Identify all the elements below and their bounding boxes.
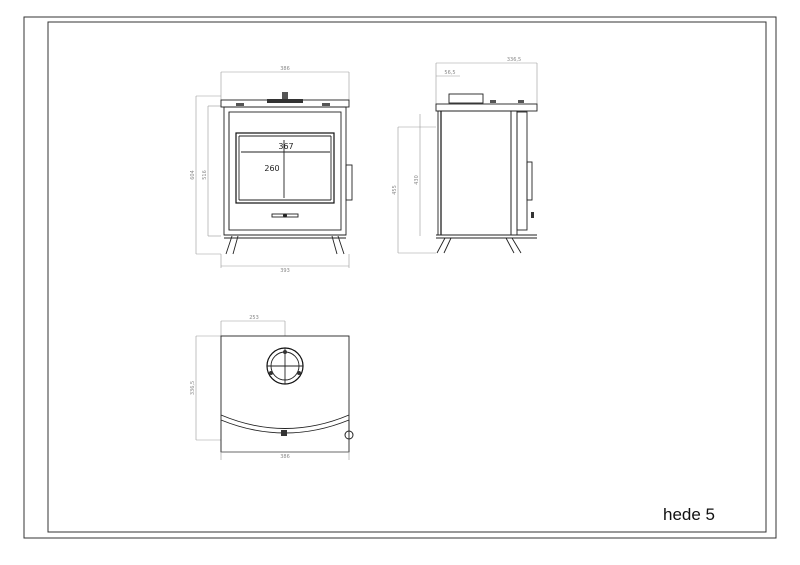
- side-height-body-dim: 430: [414, 175, 420, 185]
- top-depth-dim: 336,5: [190, 381, 196, 395]
- outer-frame: [23, 16, 777, 539]
- front-view: 386 604 516 367 260: [190, 66, 353, 274]
- glass-width-dim: 367: [278, 142, 293, 151]
- side-depth-top-dim: 336,5: [507, 57, 521, 63]
- front-width-top-dim: 386: [280, 66, 290, 72]
- front-height-body-dim: 516: [202, 170, 208, 180]
- side-height-total-dim: 455: [392, 185, 398, 195]
- front-glass: [235, 132, 335, 204]
- front-height-total-dim: 604: [190, 170, 196, 180]
- top-width-dim: 386: [280, 454, 290, 460]
- top-view: 253 336,5 386: [190, 315, 354, 460]
- door-handle-icon: [283, 213, 287, 218]
- sheet-title: hede 5: [663, 505, 715, 524]
- glass-height-dim: 260: [264, 164, 279, 173]
- top-flue-position-dim: 253: [249, 315, 259, 321]
- front-width-bottom-dim: 393: [280, 268, 290, 274]
- side-view: 336,5 56,5 455 430: [392, 57, 538, 254]
- inner-frame: [47, 21, 767, 533]
- side-flue-offset-dim: 56,5: [444, 70, 455, 76]
